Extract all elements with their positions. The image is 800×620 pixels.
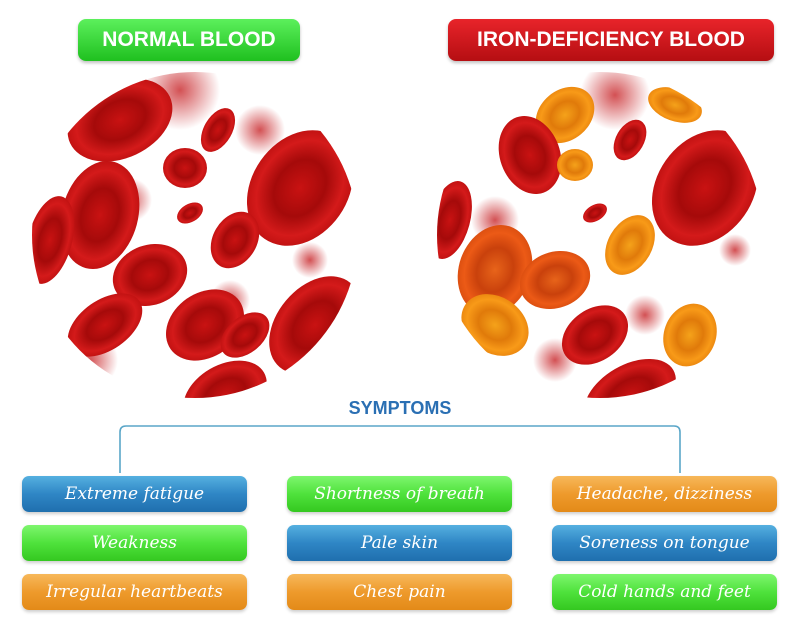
symptom-label: Weakness xyxy=(91,533,178,553)
symptom-box: Weakness xyxy=(22,525,247,561)
iron-deficiency-title-text: IRON-DEFICIENCY BLOOD xyxy=(477,28,745,51)
symptom-label: Irregular heartbeats xyxy=(46,582,223,602)
background-blurred-cells xyxy=(471,72,751,382)
symptom-box: Pale skin xyxy=(287,525,512,561)
symptom-label: Cold hands and feet xyxy=(578,582,751,602)
symptom-box: Headache, dizziness xyxy=(552,476,777,512)
symptom-label: Pale skin xyxy=(360,533,439,553)
symptom-label: Extreme fatigue xyxy=(64,484,205,504)
symptoms-heading: SYMPTOMS xyxy=(348,398,452,418)
symptom-box: Soreness on tongue xyxy=(552,525,777,561)
iron-deficiency-blood-title: IRON-DEFICIENCY BLOOD xyxy=(448,19,774,61)
symptom-box: Shortness of breath xyxy=(287,476,512,512)
symptom-box: Irregular heartbeats xyxy=(22,574,247,610)
symptom-box: Chest pain xyxy=(287,574,512,610)
symptom-box: Extreme fatigue xyxy=(22,476,247,512)
iron-deficiency-blood-circle xyxy=(437,72,763,398)
symptom-label: Headache, dizziness xyxy=(576,484,753,504)
symptom-label: Shortness of breath xyxy=(314,484,485,504)
symptom-box: Cold hands and feet xyxy=(552,574,777,610)
red-blood-cells xyxy=(32,78,358,398)
normal-blood-title-text: NORMAL BLOOD xyxy=(102,28,276,51)
normal-blood-title: NORMAL BLOOD xyxy=(78,19,300,61)
normal-blood-circle xyxy=(32,72,358,398)
symptom-label: Soreness on tongue xyxy=(579,533,750,553)
symptom-label: Chest pain xyxy=(353,582,446,602)
